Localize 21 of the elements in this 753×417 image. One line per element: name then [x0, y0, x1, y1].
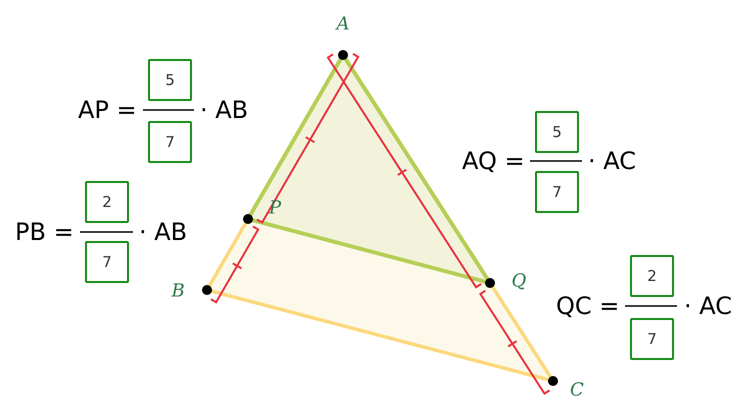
answer-box: 2 [630, 255, 674, 297]
answer-box: 7 [535, 171, 579, 213]
formula-text: PB = [15, 218, 74, 246]
point-label: Q [512, 270, 526, 292]
answer-box: 7 [630, 318, 674, 360]
formula-text: AP = [78, 96, 137, 124]
formula-text: · AB [139, 218, 188, 246]
answer-box: 5 [148, 59, 192, 101]
formula-text: QC = [556, 292, 620, 320]
formula-text: · AC [588, 147, 636, 175]
answer-box: 7 [148, 121, 192, 163]
point-label: B [172, 280, 185, 302]
point-label: A [336, 14, 350, 34]
point-label: P [269, 198, 282, 218]
answer-box: 7 [85, 241, 129, 283]
answer-box: 5 [535, 111, 579, 153]
formula-text: · AB [200, 96, 248, 124]
formula-text: AQ = [462, 147, 525, 175]
formula-text: · AC [684, 292, 732, 320]
point-label: C [570, 380, 584, 400]
answer-box: 2 [85, 181, 129, 223]
